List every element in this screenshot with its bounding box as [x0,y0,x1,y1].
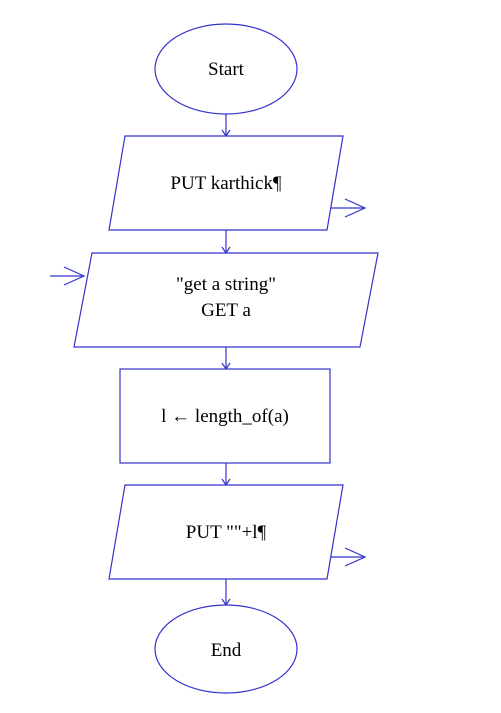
end-label: End [211,640,242,661]
output-name-label: PUT karthick¶ [170,173,282,194]
assign-length-label: l ← length_of(a) [161,406,289,427]
input-arrow-icon [50,266,86,286]
start-label: Start [208,59,245,80]
connector-output-length-to-end [221,579,231,607]
input-prompt-label: "get a string" [176,274,276,295]
end-node: End [154,604,298,694]
input-string-label: GET a [201,300,251,321]
output-arrow-icon [331,198,367,218]
connector-input-string-to-assign-length [221,347,231,371]
input-string-node: "get a string" GET a [50,252,379,348]
output-length-node: PUT ""+l¶ [108,484,367,580]
connector-output-name-to-input-string [221,230,231,255]
connector-assign-length-to-output-length [221,463,231,487]
output-length-label: PUT ""+l¶ [186,522,267,543]
connector-start-to-output-name [221,114,231,138]
output-arrow-icon [331,547,367,567]
output-name-node: PUT karthick¶ [108,135,367,231]
assign-length-node: l ← length_of(a) [119,368,331,464]
start-node: Start [154,23,298,115]
